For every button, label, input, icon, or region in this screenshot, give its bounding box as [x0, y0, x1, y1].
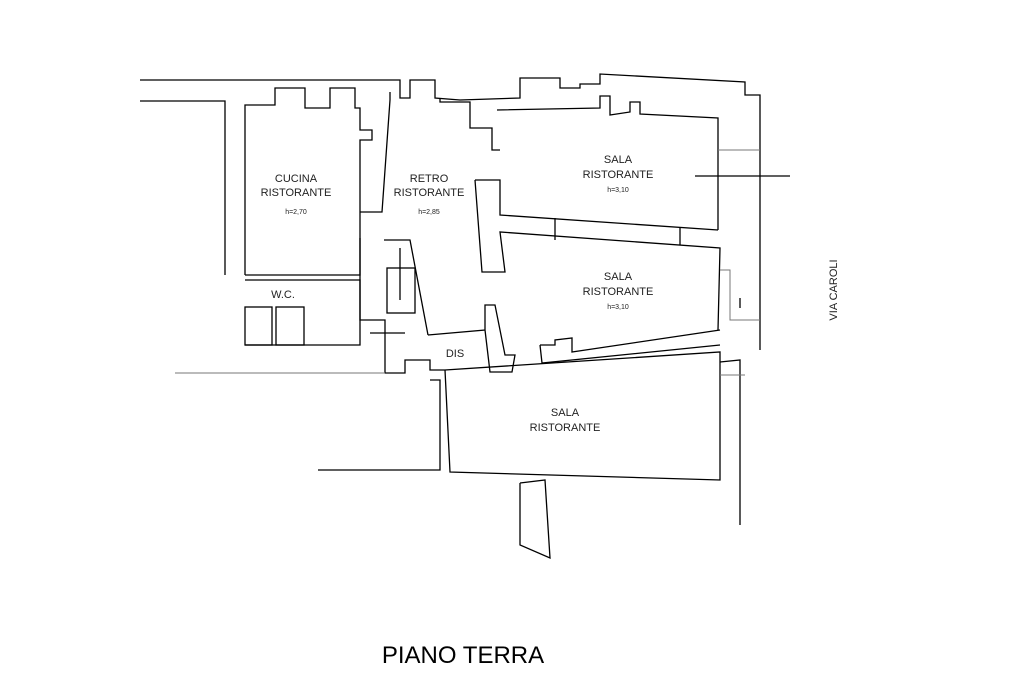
room-height: h=3,10	[607, 187, 629, 194]
room-height: h=2,70	[285, 209, 307, 216]
room-name: RISTORANTE	[583, 169, 654, 181]
wc-label: W.C.	[271, 289, 295, 301]
dis-label: DIS	[446, 348, 464, 360]
room-name: RISTORANTE	[261, 187, 332, 199]
room-name: SALA	[551, 407, 580, 419]
plan-title: PIANO TERRA	[382, 642, 544, 669]
room-height: h=3,10	[607, 304, 629, 311]
room-cucina: CUCINA RISTORANTE h=2,70	[261, 173, 332, 216]
room-retro: RETRO RISTORANTE h=2,85	[394, 173, 465, 216]
room-name: SALA	[604, 154, 633, 166]
room-sala-1: SALA RISTORANTE h=3,10	[583, 154, 654, 194]
room-name: RISTORANTE	[394, 187, 465, 199]
room-height: h=2,85	[418, 209, 440, 216]
room-name: RISTORANTE	[530, 422, 601, 434]
room-name: CUCINA	[275, 173, 318, 185]
street-label: VIA CAROLI	[828, 259, 840, 320]
walls	[140, 73, 790, 560]
room-sala-2: SALA RISTORANTE h=3,10	[583, 271, 654, 311]
room-name: RETRO	[410, 173, 449, 185]
room-sala-3: SALA RISTORANTE	[530, 407, 601, 434]
room-name: RISTORANTE	[583, 286, 654, 298]
room-name: SALA	[604, 271, 633, 283]
